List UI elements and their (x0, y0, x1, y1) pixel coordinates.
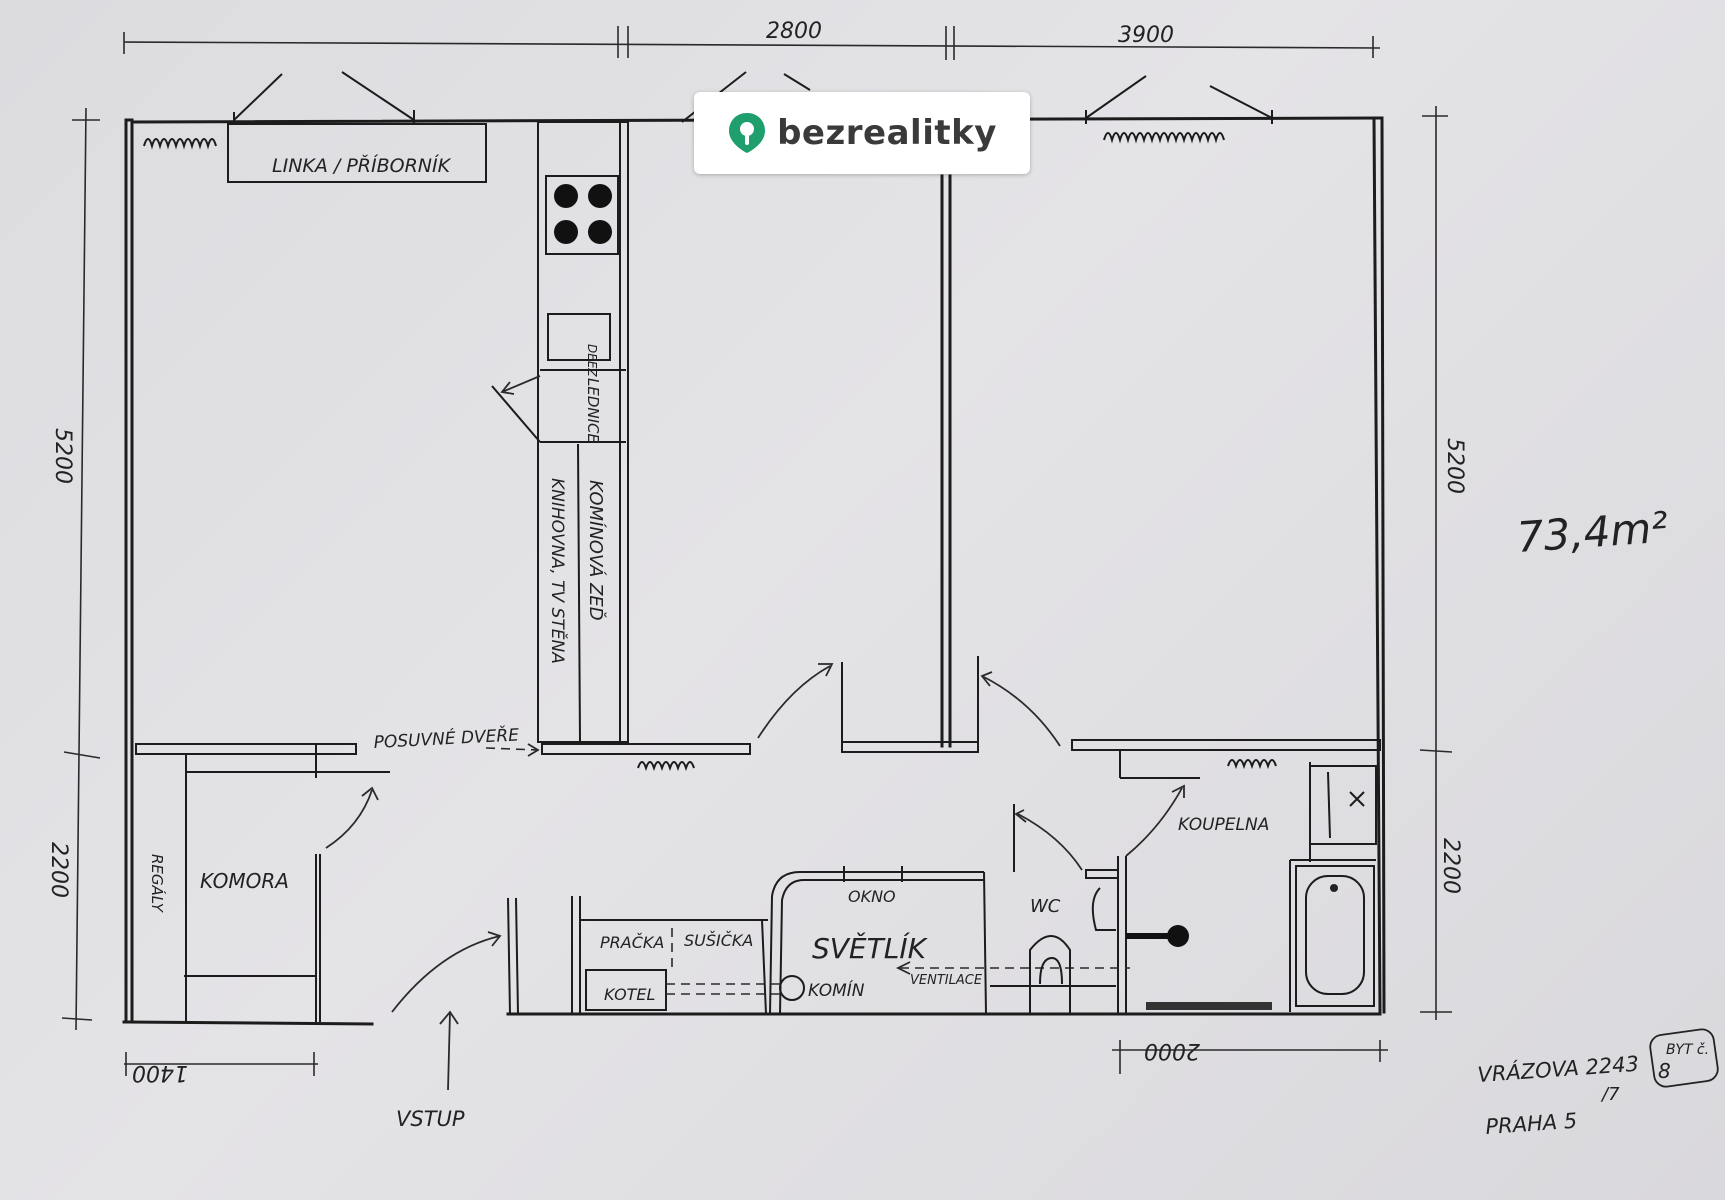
label-koupelna: KOUPELNA (1178, 815, 1269, 835)
address-city: PRAHA 5 (1485, 1109, 1578, 1139)
address-suffix: /7 (1600, 1084, 1620, 1105)
dim-bottom-right: 2000 (1144, 1038, 1200, 1063)
location-pin-icon (729, 113, 766, 153)
laundry (585, 928, 1130, 1011)
label-lednice: LEDNICE (584, 378, 602, 444)
dimension-lines (61, 26, 1453, 1091)
apartment-number: 8 (1658, 1059, 1671, 1083)
door-swing-arrows (325, 663, 1185, 1013)
dim-bottom-left: 1400 (132, 1060, 188, 1085)
label-linka: LINKA / PŘÍBORNÍK (272, 154, 452, 177)
dim-left-upper: 5200 (50, 428, 75, 484)
dim-right-upper: 5200 (1442, 438, 1467, 494)
bathroom-fixtures (1029, 765, 1377, 1014)
label-posuvne: POSUVNÉ DVEŘE (373, 723, 520, 753)
apartment-box (1649, 1028, 1719, 1088)
dimension-labels: 2800 3900 5200 2200 5200 2200 1400 2000 (46, 19, 1467, 1085)
label-komin: KOMÍN (808, 979, 865, 1001)
label-deez: DEEZ (585, 344, 599, 377)
label-wc: WC (1030, 896, 1061, 917)
brand-badge[interactable]: bezrealitky (694, 92, 1030, 174)
label-vstup: VSTUP (396, 1107, 465, 1131)
address-street: VRÁZOVA 2243 (1477, 1051, 1640, 1087)
label-pracka: PRAČKA (600, 933, 664, 952)
dim-left-lower: 2200 (46, 842, 71, 898)
info-labels: 73,4m² VRÁZOVA 2243 /7 PRAHA 5 BYT č. 8 (1477, 503, 1719, 1139)
walls (122, 116, 1386, 1026)
label-ventilace: VENTILACE (910, 973, 983, 988)
dim-top-middle: 2800 (766, 19, 822, 44)
label-svetlik: SVĚTLÍK (812, 931, 929, 965)
label-okno: OKNO (848, 887, 896, 906)
label-komora: KOMORA (200, 869, 289, 893)
label-susicka: SUŠIČKA (684, 931, 753, 950)
dim-top-right: 3900 (1118, 23, 1174, 48)
kitchen (227, 123, 619, 443)
room-labels: LINKA / PŘÍBORNÍK DEEZ LEDNICE KOMÍNOVÁ … (148, 154, 1269, 1131)
label-kotel: KOTEL (604, 985, 655, 1004)
dim-right-lower: 2200 (1438, 838, 1463, 894)
apartment-label: BYT č. (1666, 1042, 1709, 1058)
radiators (143, 132, 1277, 772)
label-kominova: KOMÍNOVÁ ZEĎ (585, 480, 607, 621)
label-regaly: REGÁLY (148, 854, 167, 914)
label-knihovna: KNIHOVNA, TV STĚNA (547, 478, 569, 664)
windows (233, 71, 1273, 882)
total-area: 73,4m² (1515, 503, 1669, 562)
brand-name: bezrealitky (777, 113, 997, 153)
